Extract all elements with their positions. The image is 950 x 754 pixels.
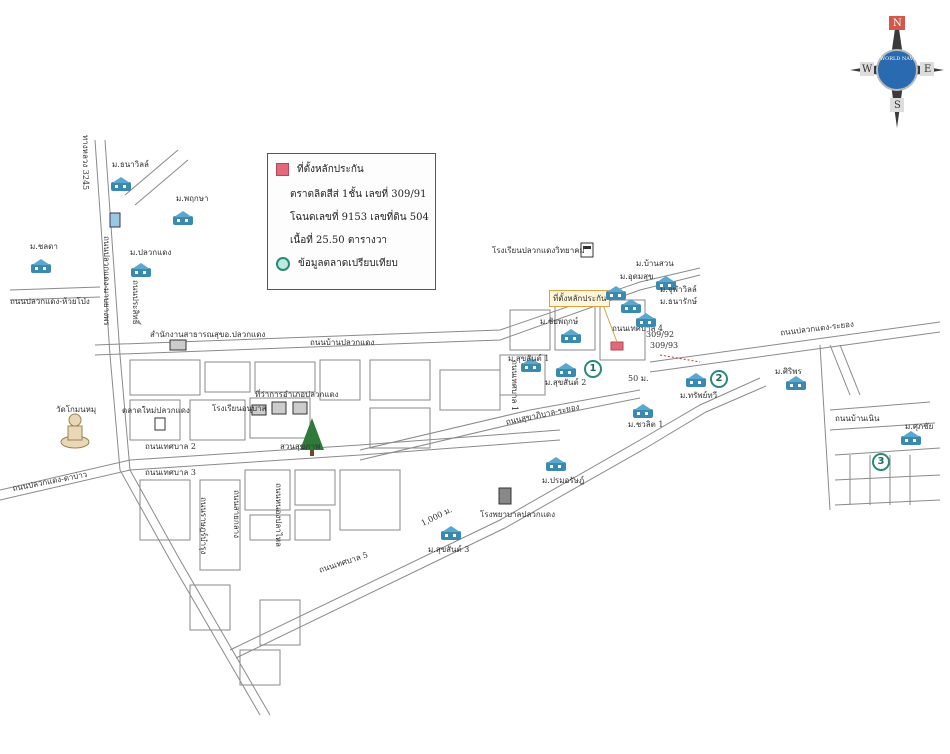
road-vertical-left <box>94 139 261 716</box>
legend-comparable: ข้อมูลตลาดเปรียบเทียบ <box>276 256 398 271</box>
village-marker-icon <box>520 357 542 373</box>
legend-plot-line: โฉนดเลขที่ 9153 เลขที่ดิน 504 <box>290 212 429 223</box>
village-label-v11: ม.สุขสันต์ 2 <box>545 378 587 387</box>
road-label-main: ถนนบ้านปลวกแดง <box>310 338 375 347</box>
village-label-v7: ม.จุฬาวิลล์ <box>660 285 697 294</box>
comparable-marker-2: 2 <box>710 370 728 388</box>
place-main-road-label: ถนนเทศบาล 4 <box>612 324 663 333</box>
map-legend: ที่ตั้งหลักประกัน ตราตลิตสีส่ 1ชั้น เลขท… <box>267 153 436 290</box>
buddha-statue-icon <box>60 413 90 449</box>
compass-north: N <box>893 18 902 29</box>
municipal-buildings-icon <box>251 401 308 416</box>
place-temple: วัดโกมนหมุ <box>56 405 97 414</box>
subject-parcel <box>610 341 624 351</box>
village-marker-icon <box>655 275 677 291</box>
road-label-soi-bottom-b: ถนนสายกลาง <box>232 490 241 538</box>
village-label-v15: ม.ปรมอรัษฎ์ <box>542 476 585 485</box>
village-label-v10: ม.สุขสันต์ 1 <box>508 354 550 363</box>
village-marker-icon <box>620 298 642 314</box>
place-police: ตลาดใหม่ปลวกแดง <box>122 406 190 415</box>
village-marker-icon <box>632 403 654 419</box>
village-label-v6: ม.อุดมสุข <box>620 272 654 281</box>
compass-south: S <box>894 100 901 111</box>
subject-swatch <box>276 163 289 176</box>
village-label-v14: ม.ชวลิต 1 <box>628 420 664 429</box>
village-label-v1: ม.ธนาวิลล์ <box>112 160 149 169</box>
village-marker-icon <box>110 176 132 192</box>
village-label-v9: ม.ชัยพฤกษ์ <box>540 317 579 326</box>
road-main-right <box>649 321 941 363</box>
compass-east: E <box>924 64 932 75</box>
road-label-left-upper: ถนนปลวกแดง-ห้วยโป่ง <box>10 297 90 306</box>
police-icon <box>154 417 166 431</box>
road-label-soi-bottom-c: ถนนหนองปลาไหล <box>274 483 283 547</box>
village-label-v3: ม.ชลดา <box>30 242 58 251</box>
village-label-v12: ม.ทรัพย์ทวี <box>680 391 718 400</box>
village-marker-icon <box>545 456 567 472</box>
village-label-v4: ม.ปลวกแดง <box>130 248 172 257</box>
comparable-swatch <box>276 256 290 271</box>
road-label-soi-right: ถนนบ้านเนิน <box>835 414 880 423</box>
legend-subject-label: ที่ตั้งหลักประกัน <box>297 164 364 175</box>
hospital-icon <box>498 487 512 505</box>
village-marker-icon <box>555 362 577 378</box>
legend-subject: ที่ตั้งหลักประกัน <box>276 162 364 177</box>
road-lower-left <box>0 429 561 491</box>
unit-label-b: 309/93 <box>650 341 679 350</box>
water-tower-icon <box>109 212 121 228</box>
road-label-soi-bottom-a: ถนนราษฎร์บำรุง <box>199 497 208 555</box>
road-label-vertical-left: ถนนปลวกแดง-มาบยางพร <box>102 236 111 326</box>
road-middle <box>359 389 641 451</box>
road-label-soi-2: ถนนเทศบาล 2 <box>145 442 196 451</box>
place-office: สำนักงานสาธารณสุขอ.ปลวกแดง <box>150 330 266 339</box>
village-marker-icon <box>685 372 707 388</box>
place-market: ที่ว่าการอำเภอปลวกแดง <box>255 390 339 399</box>
comparable-marker-3: 3 <box>872 453 890 471</box>
tree-icon <box>300 418 324 456</box>
village-label-v13: ม.ศิริพร <box>775 367 802 376</box>
village-label-v17: ม.สุขสันต์ 3 <box>428 545 470 554</box>
village-label-v8: ม.ธนารักษ์ <box>660 297 698 306</box>
road-label-soi-left: ถนนประสิทธิ์ <box>131 280 140 325</box>
village-marker-icon <box>30 258 52 274</box>
road-diagonal-southeast <box>229 377 761 651</box>
village-marker-icon <box>130 262 152 278</box>
unit-label-a: 309/92 <box>646 330 675 339</box>
village-label-v5: ม.บ้านสวน <box>636 259 674 268</box>
village-marker-icon <box>900 430 922 446</box>
compass-rose <box>850 15 944 128</box>
school-icon <box>580 242 594 258</box>
place-park: สวนสุขภาพ <box>280 442 321 451</box>
road-left-upper <box>9 286 101 291</box>
village-marker-icon <box>440 525 462 541</box>
office-icon <box>169 339 187 351</box>
village-marker-icon <box>635 312 657 328</box>
subject-callout: ที่ตั้งหลักประกัน <box>549 290 611 307</box>
comparable-marker-1: 1 <box>584 360 602 378</box>
road-label-highway: ทางหลวง 3245 <box>81 135 90 191</box>
legend-area-line: เนื้อที่ 25.50 ตารางวา <box>290 235 388 246</box>
compass-west: W <box>862 64 873 75</box>
legend-deed-line: ตราตลิตสีส่ 1ชั้น เลขที่ 309/91 <box>290 189 427 200</box>
place-school: โรงเรียนปลวกแดงวิทยาคม <box>492 246 585 255</box>
village-marker-icon <box>172 210 194 226</box>
legend-comparable-label: ข้อมูลตลาดเปรียบเทียบ <box>298 258 398 269</box>
village-label-v16: ม.ศุภชัย <box>905 422 934 431</box>
compass-globe-text: WORLD NAVIGATOR <box>880 56 934 62</box>
village-label-v2: ม.พฤกษา <box>176 194 209 203</box>
distance-label-2: 50 ม. <box>628 374 649 383</box>
road-label-soi-3: ถนนเทศบาล 3 <box>145 468 196 477</box>
village-marker-icon <box>560 328 582 344</box>
village-marker-icon <box>785 375 807 391</box>
village-marker-icon <box>605 285 627 301</box>
place-hospital: โรงพยาบาลปลวกแดง <box>480 510 555 519</box>
place-municipal: โรงเรียนอนุบาล <box>212 404 267 413</box>
